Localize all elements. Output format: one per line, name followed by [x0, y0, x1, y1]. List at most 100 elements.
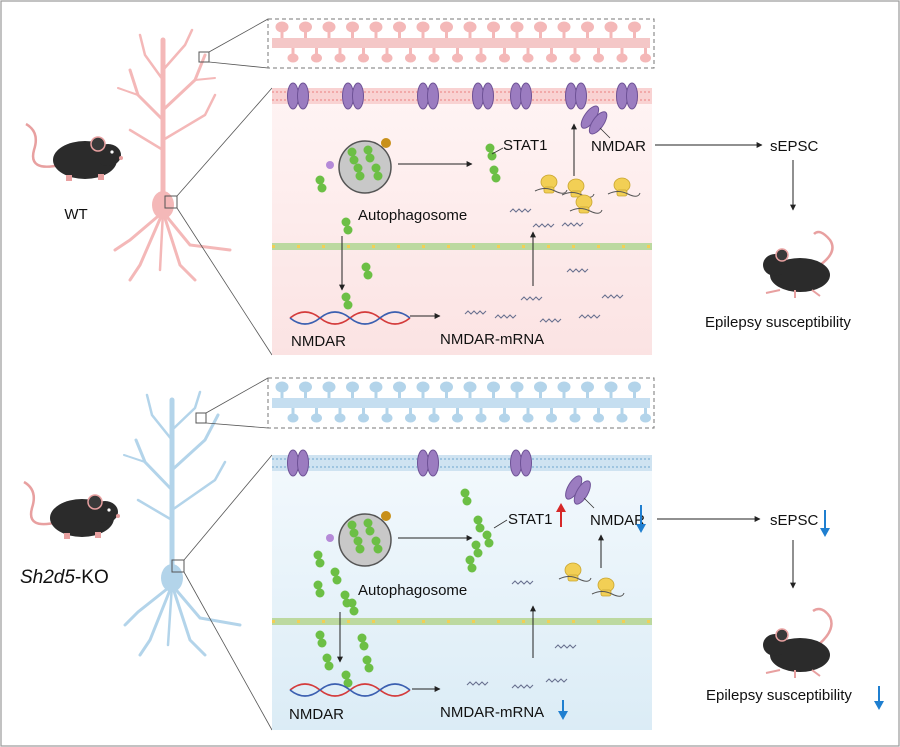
wt-nmdar-gene-label: NMDAR	[291, 333, 346, 350]
dendritic-spine	[275, 21, 289, 38]
dendritic-spine	[546, 48, 558, 63]
wt-dendrite-shaft	[272, 38, 650, 48]
ko-neuron-icon	[123, 390, 242, 657]
dendritic-spine	[358, 408, 370, 423]
wt-nmdar-receptor-label: NMDAR	[591, 138, 646, 155]
dendritic-spine	[275, 381, 289, 398]
wt-spine-zoom-box	[198, 51, 210, 63]
dendritic-spine	[499, 408, 511, 423]
dendritic-spine	[322, 21, 336, 38]
dendritic-spine	[557, 21, 571, 38]
ko-seizure-mouse-icon	[763, 607, 833, 678]
dendritic-spine	[487, 381, 501, 398]
wt-genotype-label: WT	[64, 206, 87, 223]
dendritic-spine	[616, 48, 628, 63]
dendritic-spine	[569, 48, 581, 63]
ko-dna-helix	[289, 683, 411, 697]
dendritic-spine	[311, 408, 323, 423]
dendritic-spine	[463, 381, 477, 398]
dendritic-spine	[440, 381, 454, 398]
ko-soma-zoom-box	[171, 559, 185, 573]
ko-stat1-label: STAT1	[508, 511, 552, 528]
dendritic-spine	[616, 408, 628, 423]
dendritic-spine	[428, 48, 440, 63]
dendritic-spine	[581, 381, 595, 398]
dendritic-spine	[546, 408, 558, 423]
ko-dendrite-shaft	[272, 398, 650, 408]
ko-spine-zoom-box	[195, 412, 207, 424]
dendritic-spine	[440, 21, 454, 38]
dendritic-spine	[593, 48, 605, 63]
dendritic-spine	[604, 381, 618, 398]
dendritic-spine	[628, 381, 642, 398]
ko-nmdar-receptor-label: NMDAR	[590, 512, 645, 529]
wt-autophagosome-label: Autophagosome	[358, 207, 467, 224]
dendritic-spine	[369, 381, 383, 398]
ko-autophagosome	[326, 511, 392, 567]
dendritic-spine	[405, 48, 417, 63]
ko-autophagosome-label: Autophagosome	[358, 582, 467, 599]
wt-dna-helix	[289, 311, 411, 325]
ko-sepsc-label: sEPSC	[770, 512, 819, 529]
wt-soma-zoom-box	[164, 195, 178, 209]
dendritic-spine	[640, 408, 652, 423]
wt-panel: WT	[25, 18, 851, 356]
dendritic-spine	[499, 48, 511, 63]
dendritic-spine	[416, 21, 430, 38]
wt-membrane	[272, 88, 652, 104]
wt-neuron-icon	[113, 28, 232, 282]
ko-epilepsy-down-arrow	[874, 686, 884, 710]
dendritic-spine	[416, 381, 430, 398]
dendritic-spine	[475, 48, 487, 63]
ko-sepsc-down-arrow	[820, 510, 830, 537]
ko-mouse-icon	[23, 480, 120, 539]
dendritic-spine	[534, 381, 548, 398]
ko-genotype-suffix: -KO	[75, 567, 109, 588]
ko-panel: Sh2d5-KO	[20, 377, 884, 731]
dendritic-spine	[287, 408, 299, 423]
dendritic-spine	[557, 381, 571, 398]
dendritic-spine	[405, 408, 417, 423]
ko-nmdar-mrna-label: NMDAR-mRNA	[440, 704, 544, 721]
dendritic-spine	[604, 21, 618, 38]
wt-cell-zoom	[272, 88, 652, 355]
dendritic-spine	[393, 21, 407, 38]
wt-epilepsy-label: Epilepsy susceptibility	[705, 314, 851, 331]
dendritic-spine	[287, 48, 299, 63]
dendritic-spine	[381, 408, 393, 423]
dendritic-spine	[522, 408, 534, 423]
dendritic-spine	[452, 408, 464, 423]
dendritic-spine	[299, 21, 313, 38]
ko-epilepsy-label: Epilepsy susceptibility	[706, 687, 852, 704]
wt-autophagosome	[326, 138, 392, 194]
dendritic-spine	[581, 21, 595, 38]
dendritic-spine	[322, 381, 336, 398]
ko-mrna-down-arrow	[558, 700, 568, 720]
dendritic-spine	[569, 408, 581, 423]
dendritic-spine	[628, 21, 642, 38]
dendritic-spine	[593, 408, 605, 423]
wt-nuclear-envelope	[272, 243, 652, 250]
dendritic-spine	[358, 48, 370, 63]
wt-sepsc-label: sEPSC	[770, 138, 819, 155]
ko-stat1-up-arrow	[556, 503, 566, 527]
ko-nmdar-down-arrow	[636, 505, 646, 533]
dendritic-spine	[346, 21, 360, 38]
dendritic-spine	[534, 21, 548, 38]
dendritic-spine	[640, 48, 652, 63]
dendritic-spine	[334, 48, 346, 63]
dendritic-spine	[475, 408, 487, 423]
dendritic-spine	[311, 48, 323, 63]
dendritic-spine	[369, 21, 383, 38]
wt-seizure-mouse-icon	[763, 230, 834, 298]
dendritic-spine	[452, 48, 464, 63]
ko-membrane	[272, 455, 652, 471]
dendritic-spine	[428, 408, 440, 423]
dendritic-spine	[522, 48, 534, 63]
dendritic-spine	[346, 381, 360, 398]
ko-genotype-gene: Sh2d5	[20, 567, 75, 588]
wt-nmdar-mrna-label: NMDAR-mRNA	[440, 331, 544, 348]
dendritic-spine	[510, 21, 524, 38]
ko-nmdar-gene-label: NMDAR	[289, 706, 344, 723]
wt-stat1-label: STAT1	[503, 137, 547, 154]
